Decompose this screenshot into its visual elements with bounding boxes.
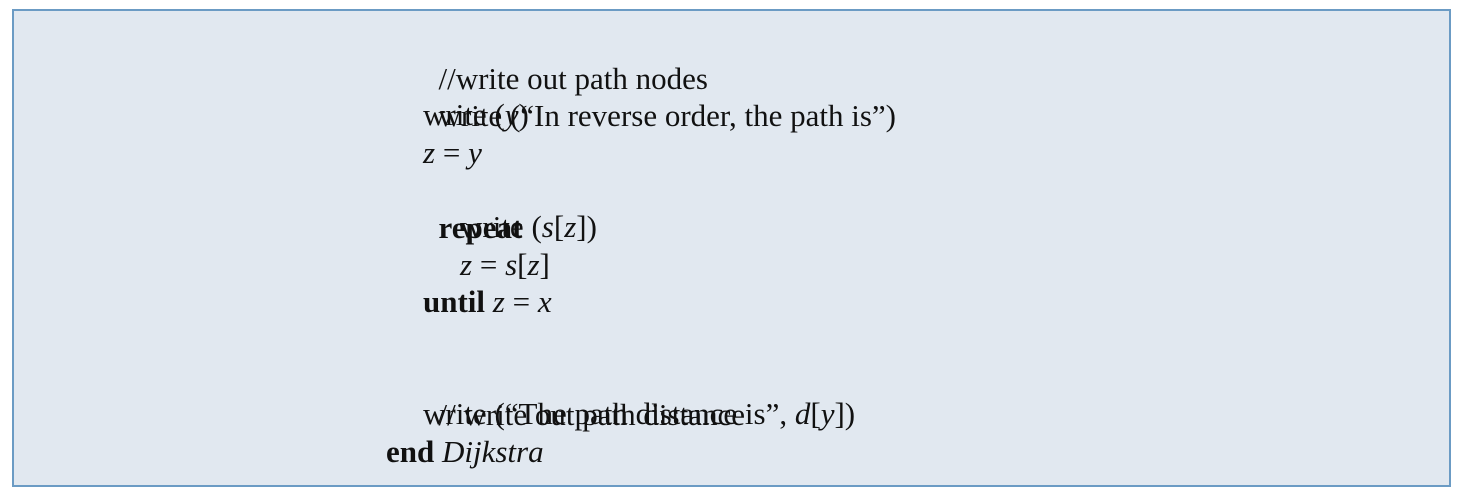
variable-z: z — [423, 135, 436, 170]
procedure-name: Dijkstra — [442, 434, 544, 469]
end-keyword: end — [386, 434, 435, 469]
write-statement: write (“The path distance is”, — [423, 396, 795, 431]
code-line-write-reverse: write (“In reverse order, the path is”) — [423, 59, 897, 135]
code-line-write-distance: write (“The path distance is”, d[y]) — [423, 395, 855, 433]
repeat-keyword: repeat — [438, 210, 523, 245]
code-line-assign-z: z = y — [423, 134, 482, 172]
code-line-assign-z-sz: z = s[z] — [460, 246, 550, 284]
code-block-panel — [12, 9, 1451, 487]
code-line-repeat: repeat — [423, 171, 523, 247]
code-line-until: until z = x — [423, 283, 552, 321]
code-line-comment-distance: // write out path distance — [423, 358, 745, 434]
array-s: s — [505, 247, 518, 282]
comment-text: // write out path distance — [438, 397, 745, 432]
equals-operator: = — [512, 284, 531, 319]
code-line-end: end Dijkstra — [386, 433, 544, 471]
equals-operator: = — [442, 135, 461, 170]
bracket-open: [ — [810, 396, 821, 431]
variable-y: y — [468, 135, 482, 170]
variable-z: z — [460, 247, 473, 282]
variable-x: x — [537, 284, 552, 319]
variable-z: z — [492, 284, 505, 319]
variable-z: z — [527, 247, 540, 282]
paren-close: ) — [844, 396, 856, 431]
equals-operator: = — [479, 247, 498, 282]
variable-y: y — [820, 396, 835, 431]
write-keyword: write ( — [460, 209, 542, 244]
paren-close: ) — [518, 97, 529, 132]
bracket-close: ] — [539, 247, 550, 282]
code-line-write-sz: write (s[z]) — [460, 208, 597, 246]
bracket-open: [ — [553, 209, 565, 244]
bracket-close: ] — [834, 396, 845, 431]
paren-close: ) — [586, 209, 597, 244]
variable-z: z — [564, 209, 577, 244]
until-keyword: until — [423, 284, 486, 319]
code-line-write-y: write (y) — [423, 96, 529, 134]
comment-text: //write out path nodes — [438, 61, 708, 96]
write-keyword: write ( — [423, 97, 505, 132]
write-statement: write (“In reverse order, the path is”) — [438, 98, 897, 133]
array-d: d — [794, 396, 811, 431]
bracket-close: ] — [576, 209, 587, 244]
bracket-open: [ — [517, 247, 528, 282]
code-line-comment-nodes: //write out path nodes — [423, 22, 708, 98]
variable-y: y — [504, 97, 519, 132]
array-s: s — [541, 209, 554, 244]
